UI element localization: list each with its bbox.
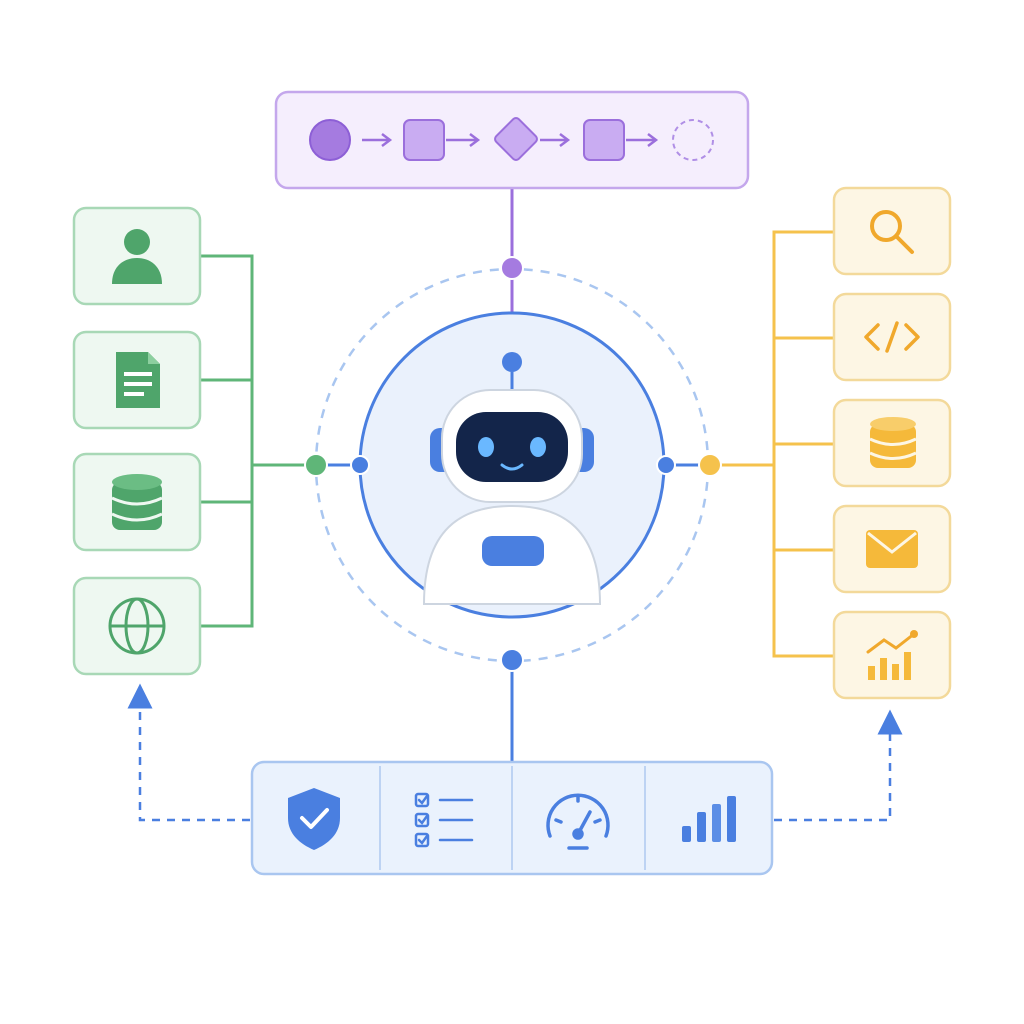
- mail-icon: [866, 530, 918, 568]
- input-card-user[interactable]: [72, 206, 202, 306]
- tool-card-mail[interactable]: [832, 504, 952, 594]
- monitor-metrics[interactable]: [682, 796, 736, 842]
- robot-icon: [422, 352, 602, 605]
- tool-card-database[interactable]: [832, 398, 952, 488]
- connection-dots: [304, 256, 722, 672]
- tool-card-code[interactable]: [832, 292, 952, 382]
- tools-panel: [832, 186, 952, 700]
- workflow-process-square: [403, 119, 445, 161]
- database-icon: [111, 474, 163, 530]
- monitor-panel: [250, 760, 774, 876]
- feedback-arrow-left: [127, 683, 250, 822]
- workflow-panel: [274, 90, 750, 190]
- tools-connector: [710, 230, 834, 658]
- tool-card-search[interactable]: [832, 186, 952, 276]
- workflow-start-circle: [309, 119, 351, 161]
- checklist-icon: [414, 792, 474, 848]
- monitor-checklist[interactable]: [414, 792, 474, 848]
- agent-core: [314, 267, 710, 663]
- workflow-process-square: [583, 119, 625, 161]
- feedback-arrow-right: [774, 709, 903, 822]
- input-card-web[interactable]: [72, 576, 202, 676]
- gauge-icon: [546, 793, 610, 850]
- chart-icon: [866, 630, 918, 680]
- user-icon: [112, 229, 162, 284]
- database-icon: [869, 417, 917, 468]
- workflow-decision-diamond: [494, 117, 538, 161]
- bar-chart-icon: [682, 796, 736, 842]
- inputs-panel: [72, 206, 202, 676]
- monitor-security[interactable]: [288, 788, 340, 850]
- tool-card-analytics[interactable]: [832, 610, 952, 700]
- workflow-end-circle: [672, 119, 714, 161]
- input-card-database[interactable]: [72, 452, 202, 552]
- monitor-performance[interactable]: [546, 793, 610, 850]
- shield-check-icon: [288, 788, 340, 850]
- code-icon: [864, 321, 920, 353]
- document-icon: [116, 352, 160, 408]
- search-icon: [870, 210, 914, 254]
- input-card-document[interactable]: [72, 330, 202, 430]
- globe-icon: [108, 597, 166, 655]
- inputs-connector: [200, 254, 316, 628]
